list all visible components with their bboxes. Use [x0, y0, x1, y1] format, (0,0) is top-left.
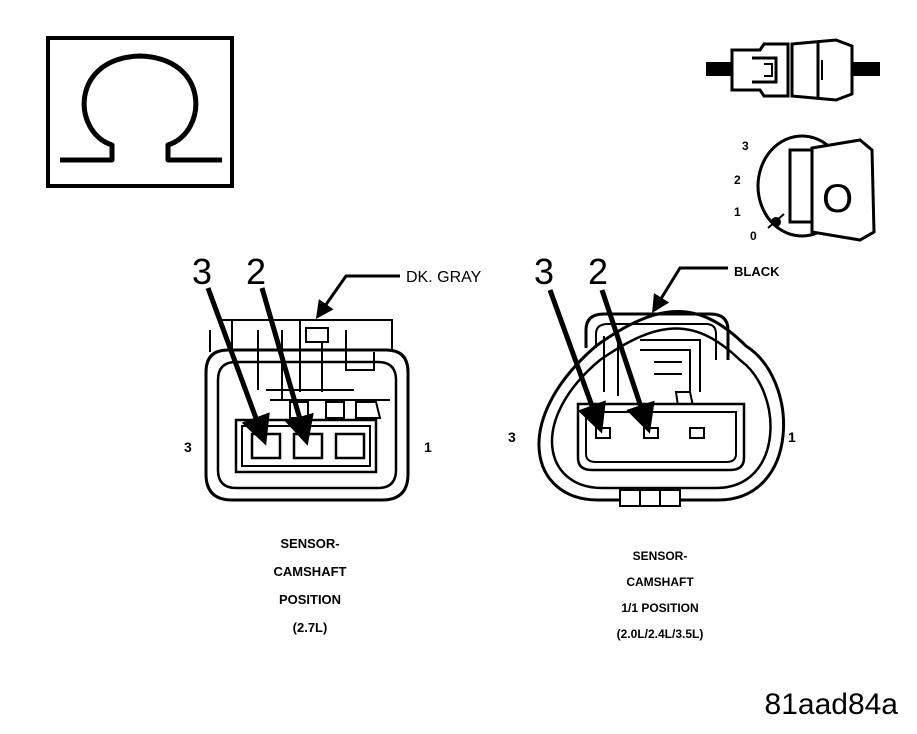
left-caption-line-3: POSITION	[279, 592, 341, 607]
right-pin-2-arrow	[599, 289, 655, 434]
left-caption-line-4: (2.7L)	[293, 620, 328, 635]
right-connector-caption: SENSOR- CAMSHAFT 1/1 POSITION (2.0L/2.4L…	[617, 549, 704, 641]
left-caption-line-2: CAMSHAFT	[274, 564, 347, 579]
right-pin-1-cavity	[689, 427, 705, 439]
left-pin-callout-3: 3	[192, 251, 212, 292]
right-side-label-1: 1	[788, 429, 796, 445]
left-side-label-3: 3	[184, 439, 192, 455]
left-side-label-1: 1	[424, 439, 432, 455]
left-wire-color: DK. GRAY	[406, 269, 482, 286]
left-connector-caption: SENSOR- CAMSHAFT POSITION (2.7L)	[274, 536, 347, 635]
left-pin-3-cavity	[250, 432, 282, 460]
right-pin-2-cavity	[643, 427, 659, 439]
right-pin-callout-2: 2	[588, 251, 608, 292]
left-wire-color-leader	[315, 274, 400, 319]
left-connector	[204, 274, 410, 502]
right-wire-color: BLACK	[734, 264, 780, 279]
connector-disconnect-icon	[706, 38, 880, 102]
left-pin-2-arrow	[259, 287, 314, 446]
right-pin-callout-3: 3	[534, 251, 554, 292]
left-pin-1-cavity	[334, 432, 366, 460]
figure-id: 81aad84a	[765, 688, 899, 721]
ignition-key-label: O	[822, 177, 853, 221]
left-caption-line-1: SENSOR-	[280, 536, 339, 551]
left-pin-3-arrow	[205, 287, 270, 446]
ignition-key-icon: 3 2 1 0 O	[734, 134, 876, 243]
right-connector	[537, 266, 785, 507]
right-caption-line-3: 1/1 POSITION	[621, 601, 698, 615]
right-side-label-3: 3	[508, 429, 516, 445]
right-caption-line-4: (2.0L/2.4L/3.5L)	[617, 627, 704, 641]
right-caption-line-2: CAMSHAFT	[626, 575, 694, 589]
ohm-icon	[46, 36, 234, 188]
right-wire-color-leader	[652, 266, 728, 314]
ignition-pos-1: 1	[734, 205, 741, 219]
right-pin-3-cavity	[595, 427, 611, 439]
left-pin-callout-2: 2	[246, 251, 266, 292]
left-pin-2-cavity	[292, 432, 324, 460]
ignition-pos-0: 0	[750, 229, 757, 243]
right-caption-line-1: SENSOR-	[633, 549, 688, 563]
right-pin-3-arrow	[547, 289, 606, 434]
ignition-pos-3: 3	[742, 139, 749, 153]
ignition-pos-2: 2	[734, 173, 741, 187]
